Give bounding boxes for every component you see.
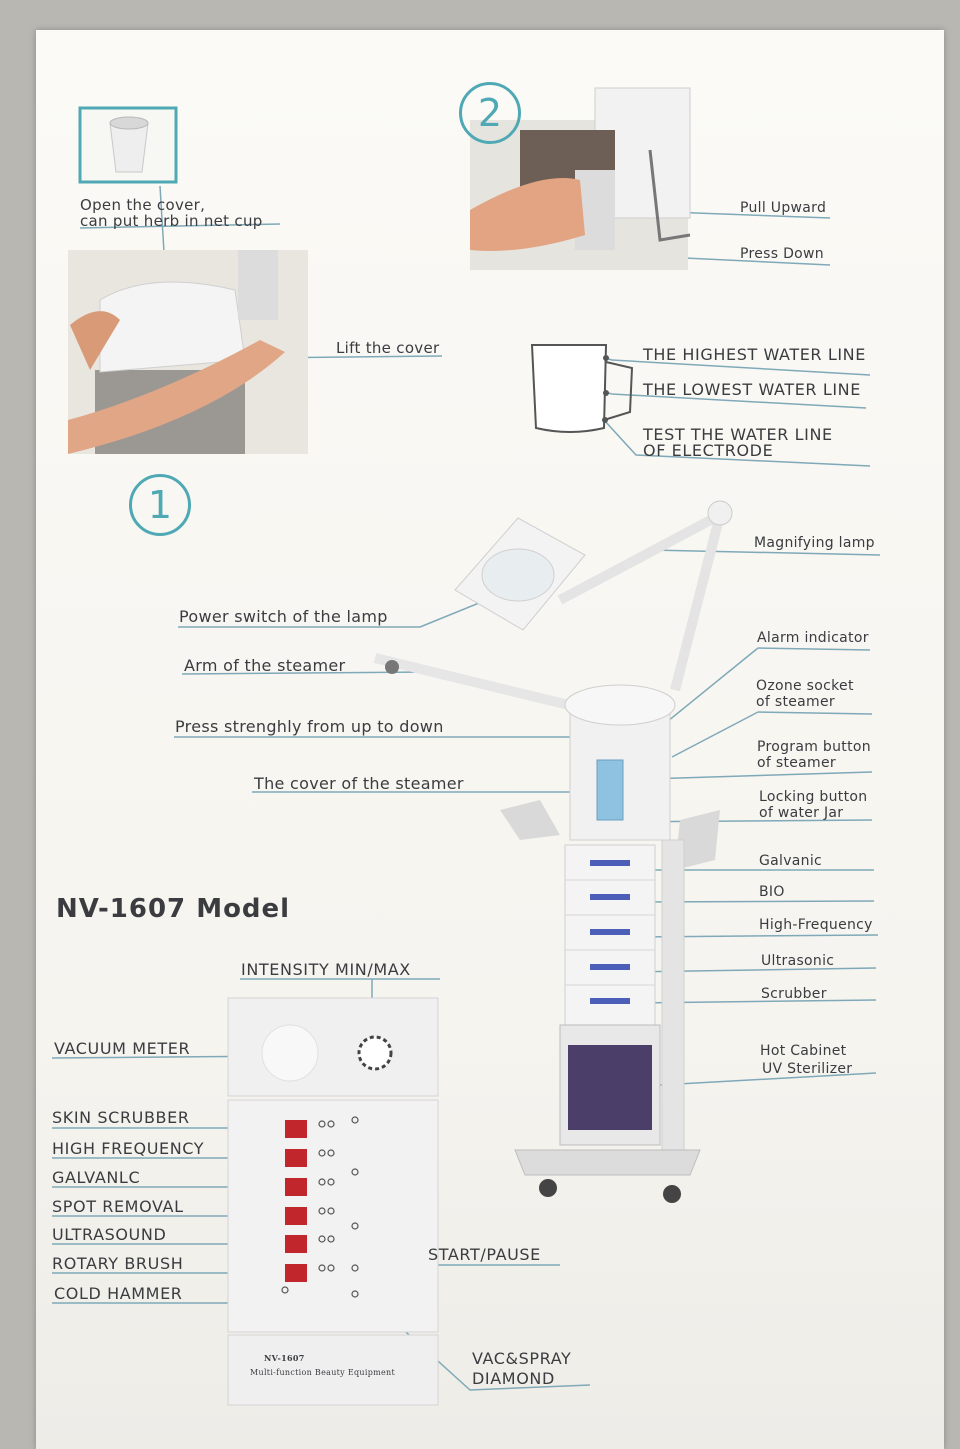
plate-subtitle: Multi-function Beauty Equipment [250,1368,396,1377]
bio-label: BIO [759,884,785,900]
program-button-label-line1: Program button [757,739,871,755]
ozone-socket-label-line1: Ozone socket [756,678,854,694]
step-1-badge: 1 [129,474,191,536]
hot-cabinet-label-line2: UV Sterilizer [762,1061,853,1077]
step1-caption-line2: can put herb in net cup [80,212,263,230]
step-2-badge: 2 [459,82,521,144]
press-down-label: Press Down [740,246,824,262]
test-water-line-label-line1: TEST THE WATER LINE [643,425,833,444]
galvanic-label: Galvanic [759,853,823,869]
lift-cover-label: Lift the cover [336,339,440,357]
press-strongly-label: Press strenghly from up to down [175,717,444,736]
vacuum-meter-label: VACUUM METER [54,1039,191,1058]
net-cup-icon [78,106,178,184]
ozone-socket-label-line2: of steamer [756,694,835,710]
galvanic-panel-label: GALVANLC [52,1168,141,1187]
step1-caption-line1: Open the cover, [80,196,206,214]
rotary-brush-label: ROTARY BRUSH [52,1254,184,1273]
high-frequency-label: High-Frequency [759,917,873,933]
vac-spray-label-line1: VAC&SPRAY [472,1349,572,1368]
highest-water-line-label: THE HIGHEST WATER LINE [643,345,866,364]
water-jar-illustration [530,344,634,433]
steamer-cover-label: The cover of the steamer [254,774,464,793]
arm-of-steamer-label: Arm of the steamer [184,656,346,675]
hot-cabinet-label-line1: Hot Cabinet [760,1043,847,1059]
alarm-indicator-label: Alarm indicator [757,630,869,646]
model-title: NV-1607 Model [56,894,291,924]
locking-button-label-line1: Locking button [759,789,868,805]
skin-scrubber-label: SKIN SCRUBBER [52,1108,190,1127]
plate-model: NV-1607 [264,1353,305,1363]
spot-removal-label: SPOT REMOVAL [52,1197,184,1216]
power-switch-label: Power switch of the lamp [179,607,388,626]
test-water-line-label-line2: OF ELECTRODE [643,441,774,460]
lift-cover-photo [68,250,308,454]
ultrasound-label: ULTRASOUND [52,1225,167,1244]
locking-button-label-line2: of water Jar [759,805,844,821]
start-pause-label: START/PAUSE [428,1245,541,1264]
cold-hammer-label: COLD HAMMER [54,1284,183,1303]
program-button-label-line2: of steamer [757,755,836,771]
lowest-water-line-label: THE LOWEST WATER LINE [643,380,861,399]
pull-upward-photo [470,87,691,270]
high-frequency-panel-label: HIGH FREQUENCY [52,1139,205,1158]
magnifying-lamp-label: Magnifying lamp [754,535,875,551]
ultrasonic-label: Ultrasonic [761,953,835,969]
scrubber-label: Scrubber [761,986,827,1002]
intensity-label: INTENSITY MIN/MAX [241,960,411,979]
pull-upward-label: Pull Upward [740,200,827,216]
control-panel-illustration [227,997,439,1406]
beauty-machine-photo [373,500,733,1203]
vac-spray-label-line2: DIAMOND [472,1369,555,1388]
